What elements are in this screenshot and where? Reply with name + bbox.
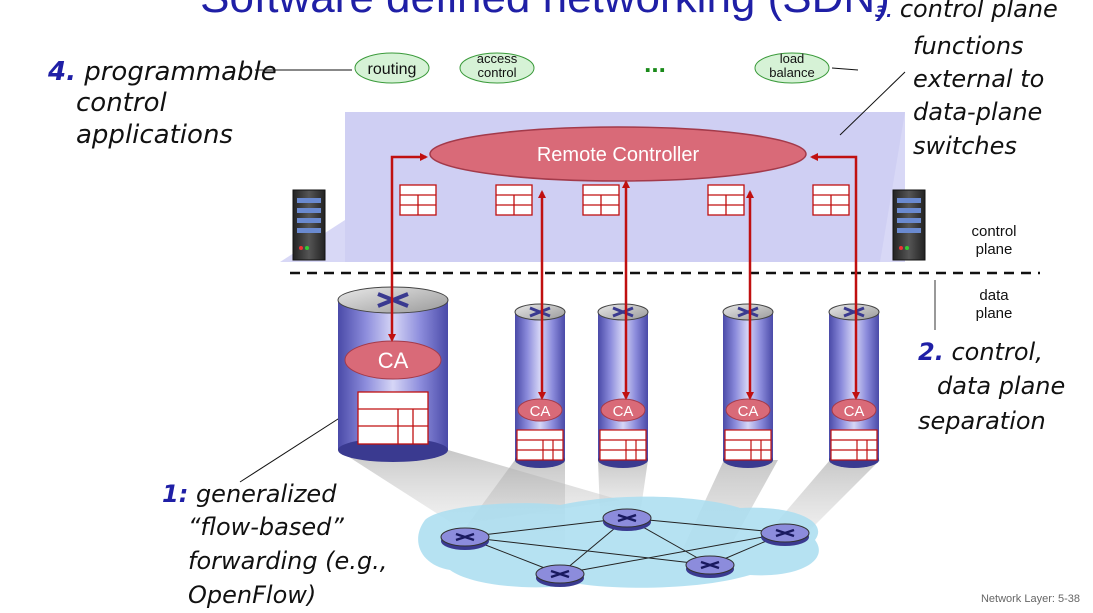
app-load-balance bbox=[754, 52, 830, 84]
data-plane-label-2: plane bbox=[976, 305, 1013, 322]
control-plane-label-1: control bbox=[971, 223, 1016, 240]
app-access-control-label-2: control bbox=[477, 65, 516, 80]
remote-controller-label: Remote Controller bbox=[537, 144, 700, 166]
ca-label: CA bbox=[738, 403, 759, 420]
control-plane-label-2: plane bbox=[976, 241, 1013, 258]
annotation-2-line-3: separation bbox=[918, 407, 1046, 435]
flow-table-icon bbox=[599, 429, 647, 461]
app-access-control-label-1: access bbox=[477, 51, 518, 66]
server-icon-left bbox=[292, 189, 326, 261]
ca-label: CA bbox=[613, 403, 634, 420]
annotation-3-line-3: external to bbox=[913, 65, 1044, 93]
page-title: Software defined networking (SDN) bbox=[200, 0, 890, 22]
annotation-3-line-5: switches bbox=[913, 132, 1017, 160]
router-icon bbox=[760, 523, 810, 546]
switch-small: CA bbox=[514, 303, 566, 468]
apps-ellipsis: ... bbox=[644, 48, 666, 78]
flow-table-icon bbox=[724, 429, 772, 461]
flow-table-icon bbox=[495, 184, 533, 216]
app-load-balance-label-2: balance bbox=[769, 65, 815, 80]
annotation-1-line-4: OpenFlow) bbox=[188, 581, 316, 609]
server-icon-right bbox=[892, 189, 926, 261]
flow-table-icon bbox=[707, 184, 745, 216]
annotation-3-line-1: 3. control plane bbox=[875, 0, 1058, 23]
ca-label: CA bbox=[530, 403, 551, 420]
leader-line-1 bbox=[239, 409, 353, 483]
flow-table-icon bbox=[357, 391, 429, 445]
flow-table-icon bbox=[812, 184, 850, 216]
annotation-1-line-3: forwarding (e.g., bbox=[188, 547, 387, 575]
switch-small: CA bbox=[722, 303, 774, 468]
annotation-4-line-3: applications bbox=[76, 120, 233, 150]
annotation-3-line-2: functions bbox=[913, 32, 1024, 60]
annotation-4-line-1: 4. programmable bbox=[47, 57, 277, 87]
router-icon bbox=[535, 564, 585, 587]
control-apps: routing access control ... load balance bbox=[354, 48, 830, 84]
router-icon bbox=[685, 555, 735, 578]
small-switches: CA CA CA CA bbox=[514, 303, 880, 468]
slide-footer: Network Layer: 5-38 bbox=[981, 593, 1080, 605]
data-plane-label-1: data bbox=[979, 287, 1009, 304]
ca-label: CA bbox=[844, 403, 865, 420]
flow-table-icon bbox=[399, 184, 437, 216]
annotation-4-line-2: control bbox=[76, 88, 167, 118]
leader-line-3 bbox=[839, 71, 906, 136]
app-load-balance-label-1: load bbox=[780, 51, 805, 66]
annotation-2-line-2: data plane bbox=[937, 372, 1065, 400]
switch-small: CA bbox=[828, 303, 880, 468]
switch-small: CA bbox=[597, 303, 649, 468]
flow-table-icon bbox=[516, 429, 564, 461]
annotation-1-line-2: “flow-based” bbox=[188, 513, 344, 541]
router-icon bbox=[440, 527, 490, 550]
control-arrows bbox=[388, 153, 860, 400]
flow-table-icon bbox=[830, 429, 878, 461]
leader-line-app bbox=[831, 67, 859, 71]
app-access-control bbox=[459, 52, 535, 84]
annotation-3-line-4: data-plane bbox=[913, 98, 1042, 126]
annotation-1-line-1: 1: generalized bbox=[162, 480, 337, 508]
app-routing-label: routing bbox=[368, 61, 417, 78]
annotation-2-line-1: 2. control, bbox=[918, 338, 1043, 366]
app-routing bbox=[354, 52, 430, 84]
router-icon bbox=[602, 508, 652, 531]
network-routers bbox=[440, 508, 810, 587]
flow-table-icon bbox=[582, 184, 620, 216]
remote-controller bbox=[429, 126, 807, 182]
ca-label: CA bbox=[378, 348, 409, 373]
